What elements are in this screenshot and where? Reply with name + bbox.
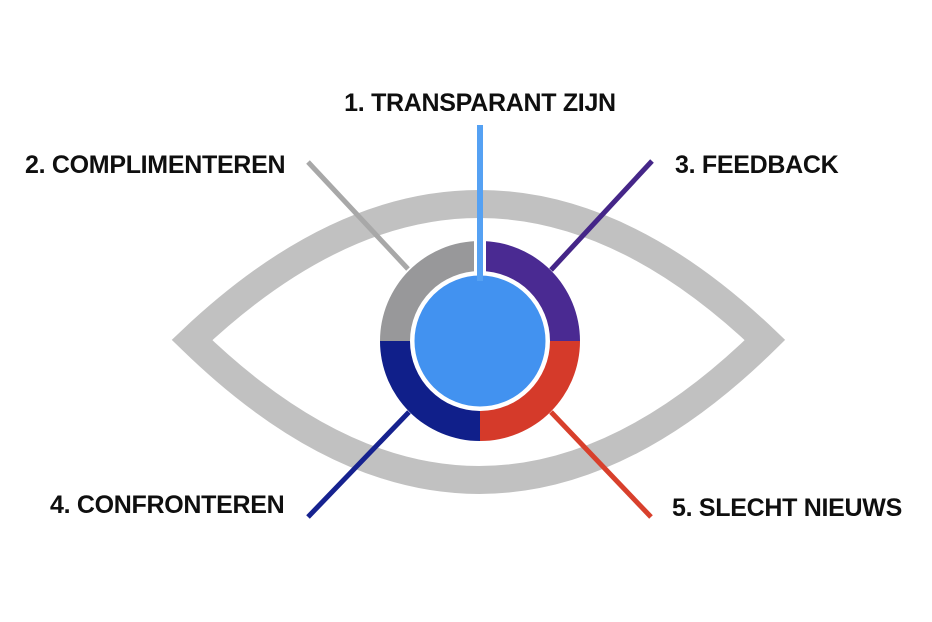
label-slecht-nieuws: 5. SLECHT NIEUWS [672, 494, 902, 522]
segment-complimenteren-gray [380, 241, 480, 341]
pupil-circle [411, 272, 549, 410]
label-transparant-zijn: 1. TRANSPARANT ZIJN [344, 89, 616, 117]
segment-slecht-nieuws-red [480, 341, 580, 441]
leader-line-complimenteren [306, 160, 410, 271]
leader-line-confronteren [306, 410, 411, 519]
leader-line-feedback [549, 159, 654, 272]
segment-feedback-purple [480, 241, 580, 341]
label-confronteren: 4. CONFRONTEREN [50, 491, 285, 519]
eye-outline-shape [171, 190, 786, 494]
label-complimenteren: 2. COMPLIMENTEREN [25, 151, 286, 179]
segment-confronteren-navy [380, 341, 480, 441]
leader-line-slecht-nieuws [549, 410, 653, 519]
label-feedback: 3. FEEDBACK [675, 151, 839, 179]
